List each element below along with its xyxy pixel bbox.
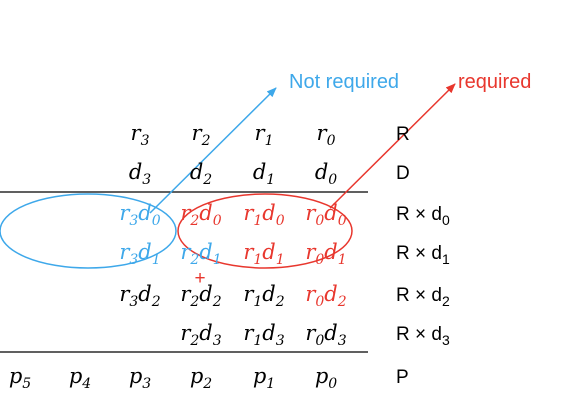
term-cell: r1d2	[243, 282, 284, 310]
row-label: R × d1	[396, 243, 450, 267]
term-cell: d2	[190, 160, 212, 188]
row-label: R × d0	[396, 204, 450, 228]
term-cell: p2	[190, 364, 212, 392]
term-cell: d1	[253, 160, 275, 188]
term-cell: d0	[315, 160, 337, 188]
term-cell: r3d0	[119, 201, 160, 229]
row-label: P	[396, 367, 409, 388]
term-cell: r1d1	[243, 240, 284, 268]
term-cell: r2	[192, 121, 211, 149]
required-ellipse	[177, 193, 353, 269]
row-label: D	[396, 163, 410, 184]
term-cell: p4	[69, 364, 91, 392]
term-cell: d3	[129, 160, 151, 188]
required-label: required	[458, 71, 531, 93]
term-cell: r2d3	[180, 321, 221, 349]
required-arrow	[329, 83, 456, 209]
term-cell: p5	[9, 364, 31, 392]
row-label: R × d3	[396, 324, 450, 348]
term-cell: p3	[129, 364, 151, 392]
term-cell: r1d0	[243, 201, 284, 229]
term-cell: r3d1	[119, 240, 160, 268]
term-cell: r0d3	[305, 321, 346, 349]
plus-sign: +	[194, 268, 205, 289]
row-label: R	[396, 124, 410, 145]
term-cell: r3	[131, 121, 150, 149]
term-cell: r2d2	[180, 282, 221, 310]
not-required-arrow	[149, 87, 277, 214]
term-cell: r0	[317, 121, 336, 149]
term-cell: r1	[255, 121, 274, 149]
term-cell: r2d0	[180, 201, 221, 229]
term-cell: r0d2	[305, 282, 346, 310]
term-cell: r0d0	[305, 201, 346, 229]
not-required-ellipse	[0, 193, 177, 269]
row-label: R × d2	[396, 285, 450, 309]
term-cell: r3d2	[119, 282, 160, 310]
term-cell: r0d1	[305, 240, 346, 268]
not-required-label: Not required	[289, 71, 399, 93]
term-cell: r2d1	[180, 240, 221, 268]
term-cell: p1	[253, 364, 275, 392]
term-cell: r1d3	[243, 321, 284, 349]
term-cell: p0	[315, 364, 337, 392]
